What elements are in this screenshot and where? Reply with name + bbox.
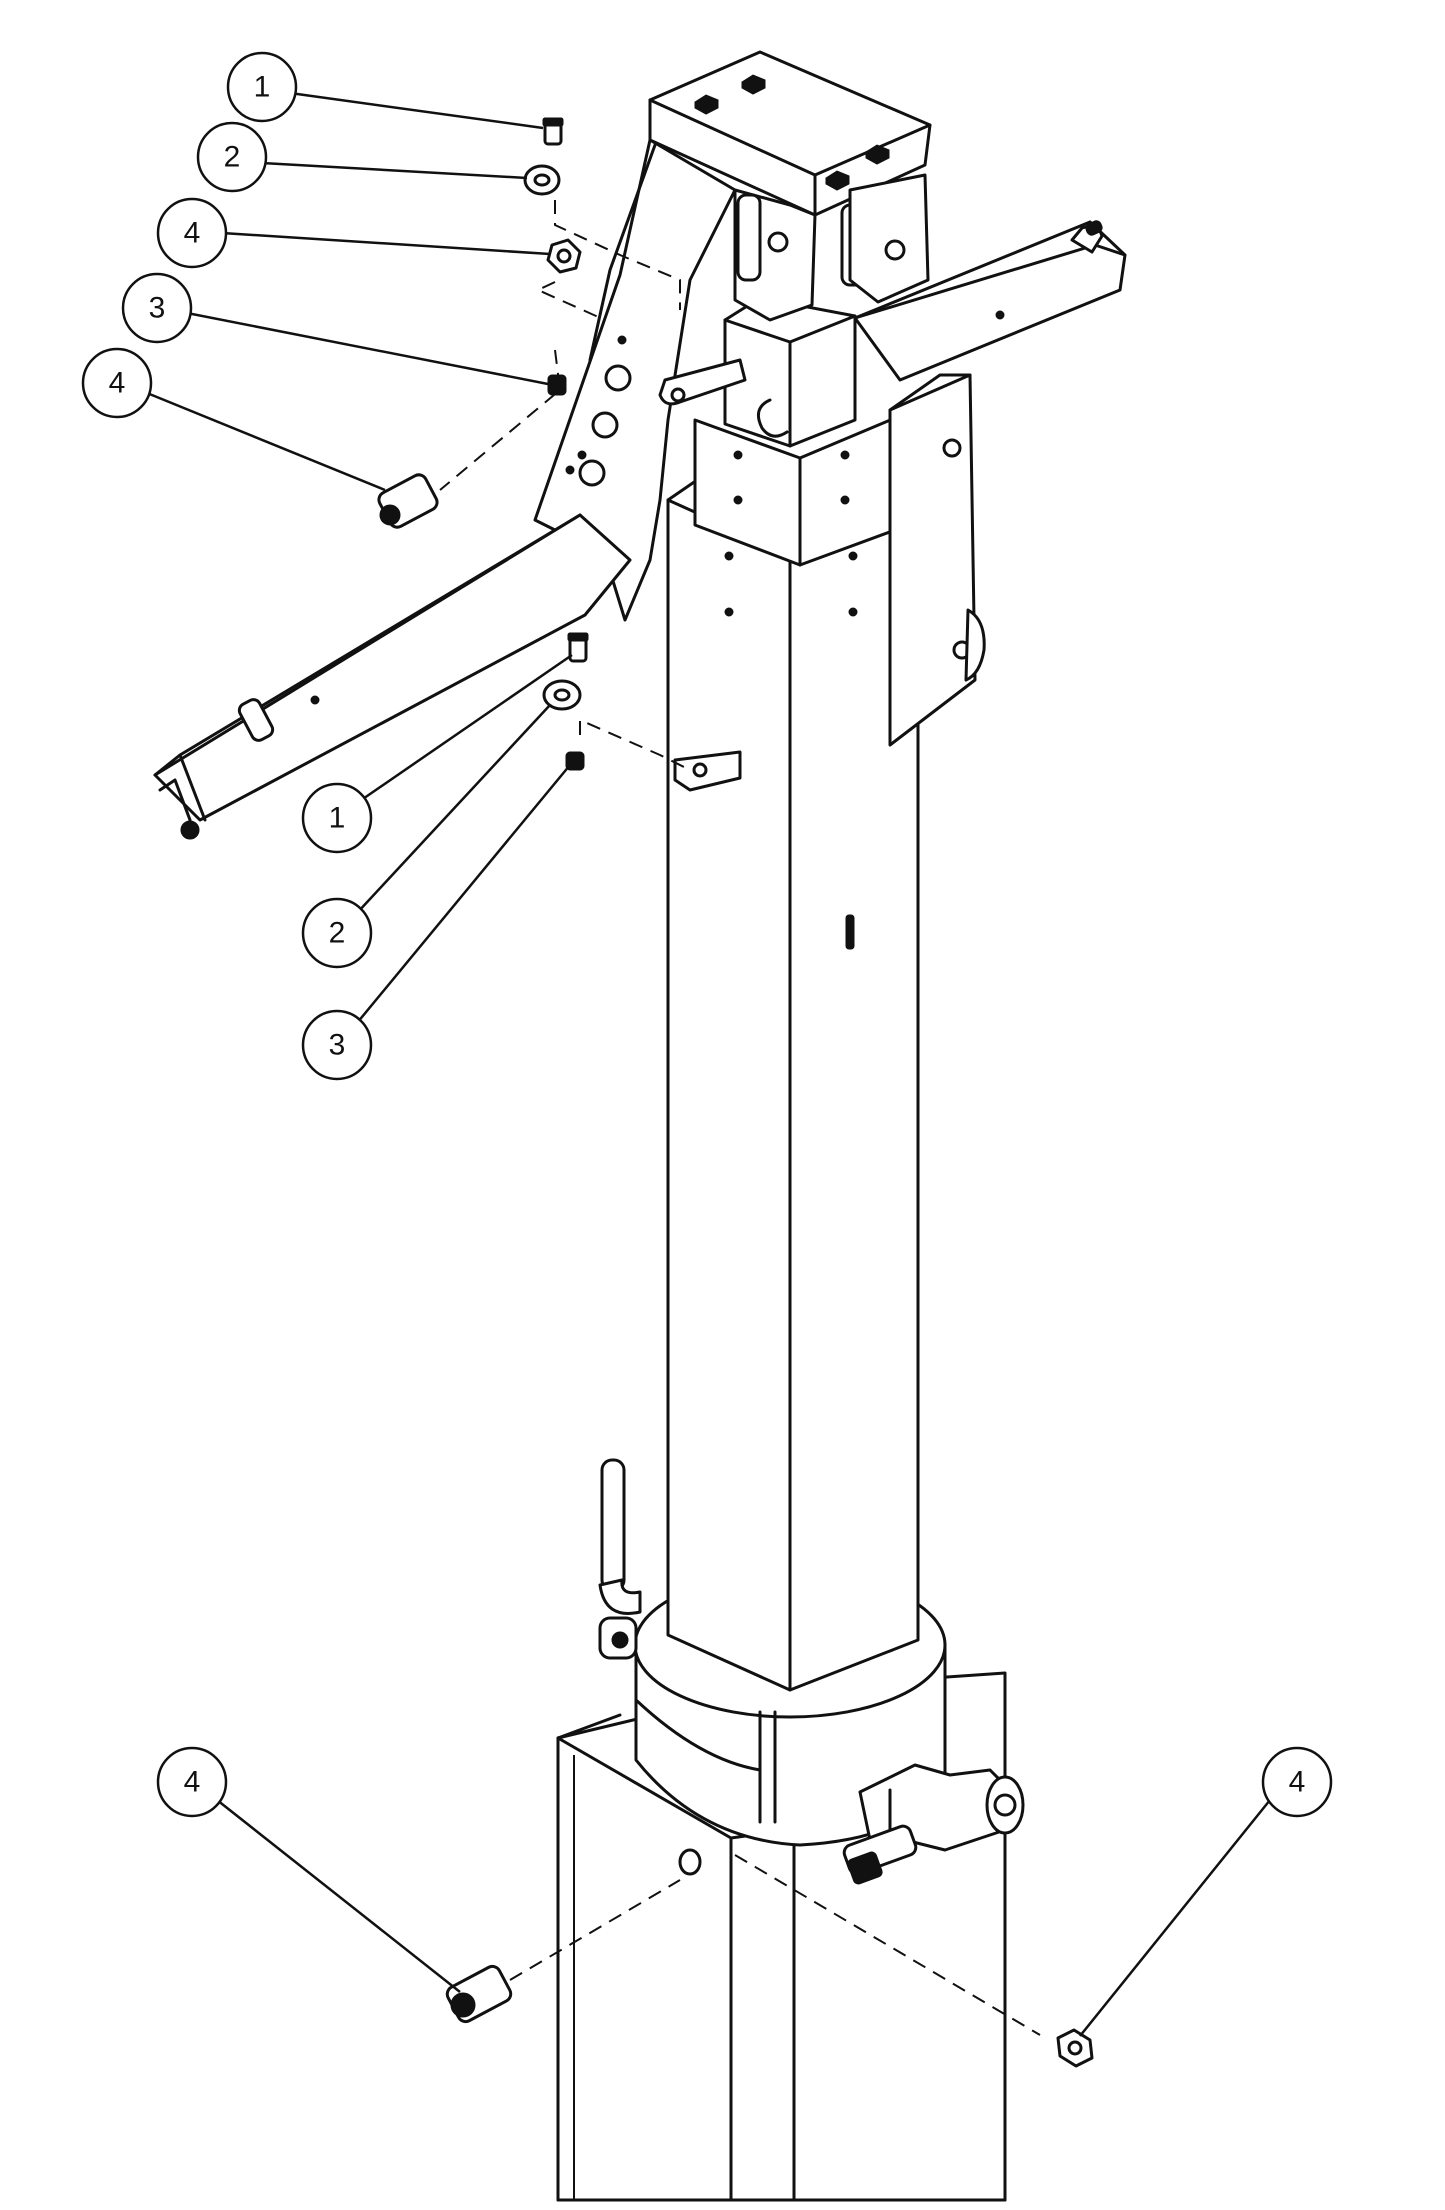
- callout-label: 2: [224, 141, 241, 174]
- callout-3-upper: 3: [121, 272, 193, 344]
- callout-4-upper: 4: [156, 197, 228, 269]
- callout-label: 4: [109, 367, 126, 400]
- callout-3-middle: 3: [301, 1009, 373, 1081]
- callout-1-middle: 1: [301, 782, 373, 854]
- callout-label: 1: [254, 71, 271, 104]
- clamp-assembly: [842, 1763, 1025, 1885]
- callout-2-middle: 2: [301, 897, 373, 969]
- upper-hardware: [377, 117, 681, 529]
- locking-handle: [598, 1458, 642, 1660]
- main-mast: [666, 476, 920, 1692]
- left-frame: [533, 138, 747, 622]
- callout-1-upper: 1: [226, 51, 298, 123]
- callout-label: 4: [184, 217, 201, 250]
- right-arm: [853, 220, 1127, 382]
- mounting-tab: [673, 750, 742, 792]
- callout-label: 4: [184, 1766, 201, 1799]
- callout-4-upper-left: 4: [81, 347, 153, 419]
- callout-label: 3: [329, 1029, 346, 1062]
- left-arm: [153, 513, 632, 840]
- right-side-plate: [888, 373, 986, 747]
- callout-label: 4: [1289, 1766, 1306, 1799]
- callout-label: 1: [329, 802, 346, 835]
- lower-hardware: [445, 1854, 1094, 2068]
- middle-hardware: [542, 632, 691, 771]
- callout-4-lower-right: 4: [1261, 1746, 1333, 1818]
- callout-2-upper: 2: [196, 121, 268, 193]
- inner-tube: [693, 296, 897, 567]
- leader-lines: [146, 91, 1271, 2037]
- callout-label: 2: [329, 917, 346, 950]
- head-bracket: [648, 50, 932, 322]
- callout-label: 3: [149, 292, 166, 325]
- callout-4-lower-left: 4: [156, 1746, 228, 1818]
